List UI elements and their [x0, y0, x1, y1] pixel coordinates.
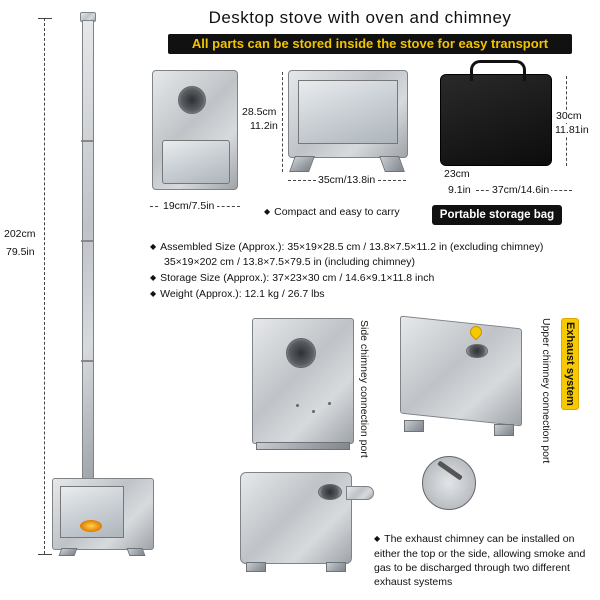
stored-parts	[162, 140, 230, 184]
damper-detail-circle	[422, 456, 476, 510]
spec-assembled: Assembled Size (Approx.): 35×19×28.5 cm …	[150, 240, 590, 255]
exhaust-badge: Exhaust system	[561, 318, 579, 410]
subtitle-banner: All parts can be stored inside the stove…	[168, 34, 572, 54]
chimney-joint	[81, 140, 93, 142]
rivet	[296, 404, 299, 407]
top-port-leg	[246, 562, 266, 572]
upper-port-hole	[466, 344, 488, 358]
rivet	[328, 402, 331, 405]
stored-port-hole	[178, 86, 206, 114]
height-dim-top-tick	[38, 18, 52, 19]
spec-assembled-chimney: 35×19×202 cm / 13.8×7.5×79.5 in (includi…	[164, 256, 416, 268]
body-height-line	[282, 72, 284, 172]
bag-label-badge: Portable storage bag	[432, 205, 562, 225]
bag-width-in: 9.1in	[448, 184, 471, 196]
body-height-cm: 28.5cm	[242, 106, 277, 118]
height-dim-bottom-tick	[38, 554, 52, 555]
page-title: Desktop stove with oven and chimney	[208, 8, 512, 27]
upper-port-stove	[400, 315, 522, 427]
body-height-in: 11.2in	[250, 120, 278, 132]
exhaust-note: The exhaust chimney can be installed on …	[374, 532, 596, 589]
stove-leg	[58, 548, 78, 556]
chimney-height-cm: 202cm	[4, 228, 36, 241]
chimney-joint	[81, 240, 93, 242]
full-stove-illustration: 202cm 79.5in	[0, 0, 160, 600]
bag-handle	[470, 60, 526, 81]
oven-window	[298, 80, 398, 144]
bag-height-in: 11.81in	[555, 124, 589, 137]
bag-length-label: 37cm/14.6in	[490, 184, 552, 197]
side-port-leg	[256, 442, 350, 450]
side-port-stove	[252, 318, 354, 444]
oven-leg	[289, 156, 315, 172]
compact-caption: Compact and easy to carry	[264, 206, 399, 219]
stored-width-label: 19cm/7.5in	[160, 200, 218, 213]
chimney-height-in: 79.5in	[6, 246, 35, 259]
spec-weight: Weight (Approx.): 12.1 kg / 26.7 lbs	[150, 287, 590, 302]
storage-bag	[440, 74, 552, 166]
top-port-hole	[318, 484, 342, 500]
bag-width-cm: 23cm	[444, 168, 470, 180]
upper-port-leg	[494, 424, 514, 436]
side-plate	[346, 486, 374, 500]
stove-leg	[126, 548, 146, 556]
oven-leg	[379, 156, 405, 172]
upper-port-leg	[404, 420, 424, 432]
rivet	[312, 410, 315, 413]
side-port-caption: Side chimney connection port	[358, 320, 370, 458]
body-length-label: 35cm/13.8in	[316, 174, 378, 187]
side-port-hole	[286, 338, 316, 368]
chimney-pipe	[82, 20, 94, 482]
top-port-leg	[326, 562, 346, 572]
upper-port-caption: Upper chimney connection port	[540, 318, 552, 464]
chimney-joint	[81, 360, 93, 362]
flame-icon	[80, 520, 102, 532]
bag-height-cm: 30cm	[556, 110, 582, 123]
spec-storage: Storage Size (Approx.): 37×23×30 cm / 14…	[150, 271, 590, 286]
height-dimension-line	[44, 18, 46, 554]
